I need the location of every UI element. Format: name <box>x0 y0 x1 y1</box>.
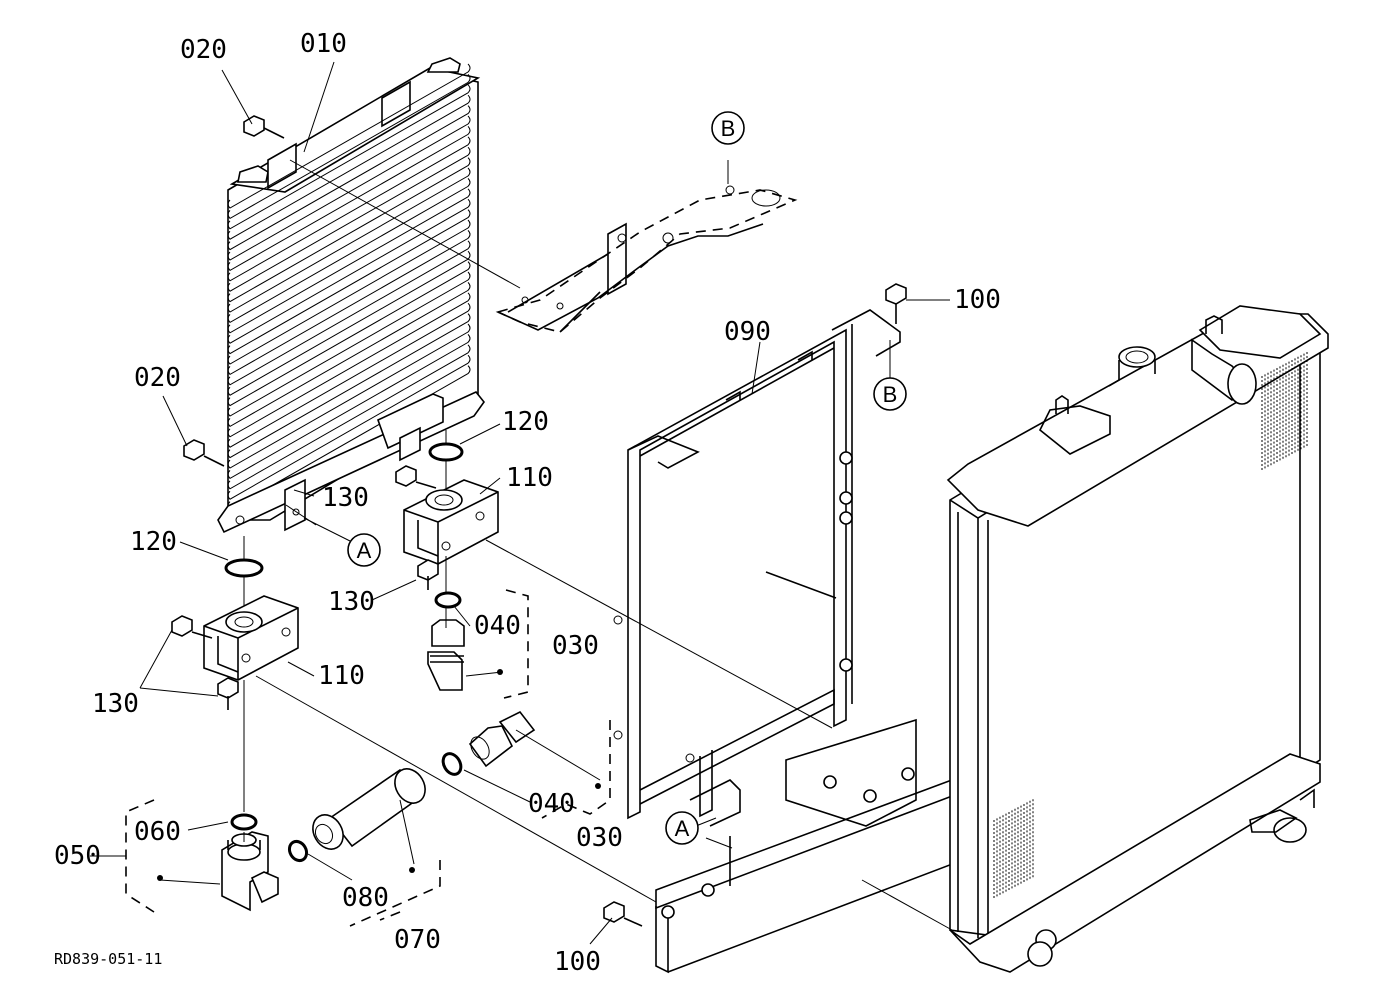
figure-code: RD839-051-11 <box>54 950 162 968</box>
callout-110-lower: 110 <box>318 661 365 691</box>
cooler-fin <box>227 126 471 272</box>
cooler-fin <box>227 74 471 220</box>
callout-130-upper: 130 <box>322 483 369 513</box>
cooler-fin <box>227 230 471 376</box>
cooler-fin <box>227 157 471 303</box>
ref-b-top: B <box>721 116 736 141</box>
cooler-fin <box>227 292 471 438</box>
cooler-fin <box>227 354 471 500</box>
radiator <box>946 305 1329 973</box>
cooler-fin <box>227 344 471 490</box>
oil-cooler <box>217 57 486 534</box>
callout-090: 090 <box>724 317 771 347</box>
cooler-fin <box>227 219 471 365</box>
leader-dots <box>157 669 601 881</box>
callout-020-top: 020 <box>180 35 227 65</box>
cooler-fin <box>227 323 471 469</box>
callout-130-middle: 130 <box>328 587 375 617</box>
callout-020-left: 020 <box>134 363 181 393</box>
adapter-block-upper <box>403 479 499 565</box>
leader-lines <box>159 159 953 931</box>
callout-040-lower: 040 <box>528 789 575 819</box>
callout-110-upper: 110 <box>506 463 553 493</box>
callout-120-right: 120 <box>502 407 549 437</box>
callout-100-top: 100 <box>954 285 1001 315</box>
radiator-core-texture <box>993 352 1308 900</box>
cooler-fin <box>227 146 471 292</box>
ref-a-cooler: A <box>357 538 372 563</box>
mounting-frame <box>613 309 901 820</box>
cooler-fins <box>227 63 471 511</box>
cooler-fin <box>227 271 471 417</box>
callout-050: 050 <box>54 841 101 871</box>
cooler-fin <box>227 240 471 386</box>
callout-040-upper: 040 <box>474 611 521 641</box>
callout-labels: 020 010 020 120 120 110 110 130 130 130 … <box>54 29 1001 977</box>
cooler-fin <box>227 198 471 344</box>
callout-030-upper: 030 <box>552 631 599 661</box>
lower-plate <box>655 718 985 974</box>
callout-030-lower: 030 <box>576 823 623 853</box>
group-brackets <box>125 589 611 927</box>
cooler-fin <box>227 178 471 324</box>
cooler-fin <box>227 167 471 313</box>
callout-130-left: 130 <box>92 689 139 719</box>
cooler-fin <box>227 334 471 480</box>
switch-fittings <box>221 619 536 912</box>
cooler-fin <box>227 188 471 334</box>
cooler-fin <box>227 313 471 459</box>
upper-bracket <box>495 185 798 333</box>
callout-070: 070 <box>394 925 441 955</box>
cooler-fin <box>227 261 471 407</box>
cooler-fin <box>227 63 471 209</box>
cooler-fin <box>227 105 471 251</box>
callout-120-left: 120 <box>130 527 177 557</box>
cooler-fin <box>227 136 471 282</box>
bolts <box>171 115 907 927</box>
cooler-fin <box>227 209 471 355</box>
callout-leaders <box>90 61 950 945</box>
cooler-fin <box>227 94 471 240</box>
ref-b-frame: B <box>883 382 898 407</box>
callout-080: 080 <box>342 883 389 913</box>
cooler-fin <box>227 84 471 230</box>
cooler-fin <box>227 250 471 396</box>
cooler-fin <box>227 115 471 261</box>
callout-100-bottom: 100 <box>554 947 601 977</box>
callout-010: 010 <box>300 29 347 59</box>
adapter-block-lower <box>203 595 299 681</box>
cooler-fin <box>227 282 471 428</box>
callout-060: 060 <box>134 817 181 847</box>
reference-markers: B B A A <box>347 111 907 845</box>
ref-a-frame: A <box>675 816 690 841</box>
cooler-fin <box>227 365 471 511</box>
cooler-fin <box>227 302 471 448</box>
